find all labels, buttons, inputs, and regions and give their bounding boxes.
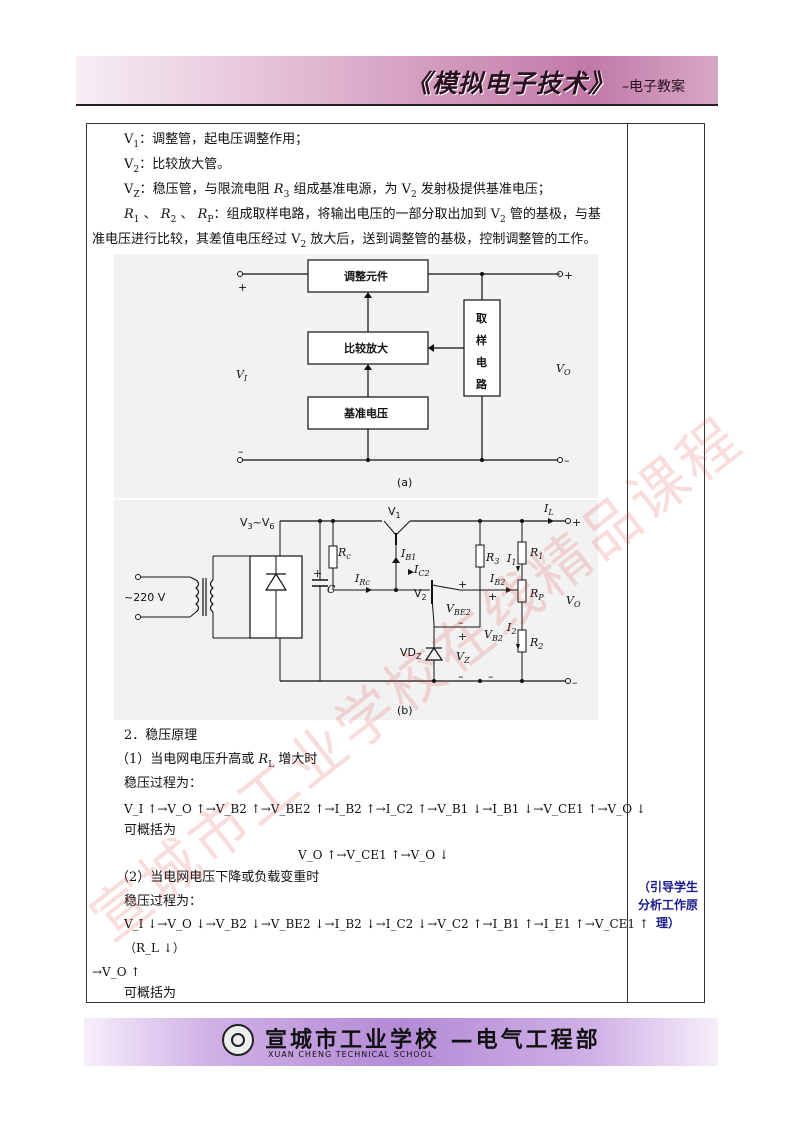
label-irc: IRc: [354, 572, 370, 587]
label-reference-voltage: 基准电压: [343, 406, 388, 420]
diagram-a-background: [114, 254, 598, 498]
label-out-minus: –: [572, 676, 578, 689]
label-sampling-1: 取: [476, 312, 487, 325]
label-vo: VO: [556, 362, 571, 377]
label-vbe2-plus: +: [458, 578, 467, 591]
label-r2: R2: [529, 636, 543, 651]
table-column-divider: [627, 123, 628, 1003]
label-vz-minus: –: [458, 670, 464, 683]
label-sampling-4: 路: [476, 377, 488, 391]
case1-heading: （1）当电网电压升高或 RL 增大时: [116, 752, 318, 770]
label-i1: I1: [506, 552, 516, 567]
short-chain-1: V_O ↑→V_CE1 ↑→V_O ↓: [298, 848, 449, 862]
label-il: IL: [543, 502, 554, 517]
footer-subtitle: XUAN CHENG TECHNICAL SCHOOL: [268, 1050, 434, 1059]
label-vz: VZ: [456, 650, 470, 665]
label-sampling-3: 电: [476, 355, 487, 369]
label-vbe2: VBE2: [446, 602, 471, 617]
label-vb2: VB2: [484, 628, 503, 643]
regulation-chain-2-tail: →V_O ↑: [92, 965, 141, 979]
label-out-plus: +: [572, 516, 581, 529]
course-title: 《模拟电子技术》: [406, 69, 615, 98]
process1-label: 稳压过程为：: [124, 776, 203, 791]
label-vb2-minus: –: [488, 670, 494, 683]
summary2-label: 可概括为: [124, 986, 177, 1001]
process2-label: 稳压过程为：: [124, 894, 203, 909]
plus-input: +: [238, 281, 247, 294]
label-rp: RP: [529, 587, 544, 602]
label-ib2: IB2: [489, 572, 505, 587]
label-sampling-2: 样: [476, 333, 487, 347]
label-vb2-plus: +: [488, 590, 497, 603]
label-ac-input: ~220 V: [124, 591, 166, 604]
diagram-b-background: [114, 500, 598, 720]
case2-heading: （2）当电网电压下降或负载变重时: [116, 870, 320, 885]
regulation-chain-1: V_I ↑→V_O ↑→V_B2 ↑→V_BE2 ↑→I_B2 ↑→I_C2 ↑…: [124, 802, 646, 816]
regulation-chain-2: V_I ↓→V_O ↓→V_B2 ↓→V_BE2 ↓→I_B2 ↓→I_C2 ↓…: [124, 917, 649, 931]
label-ib1: IB1: [400, 547, 416, 562]
course-subtitle: –电子教案: [622, 79, 685, 95]
label-vi: VI: [236, 368, 248, 383]
label-adjust-element: 调整元件: [344, 269, 388, 283]
header-banner: 《模拟电子技术》 –电子教案: [76, 56, 718, 104]
label-vdz: VDZ: [400, 646, 422, 661]
summary1-label: 可概括为: [124, 823, 177, 838]
label-r1: R1: [529, 546, 543, 561]
label-rc: Rc: [337, 546, 351, 561]
plus-output: +: [564, 269, 573, 282]
content-table: [86, 123, 705, 1003]
text-line-resistors: R1 、 R2 、 RP：组成取样电路，将输出电压的一部分取出加到 V2 管的基…: [124, 207, 601, 225]
footer-banner: [84, 1018, 718, 1066]
label-vbe2-minus: –: [458, 616, 464, 629]
text-line-v1: V1：调整管，起电压调整作用；: [124, 132, 309, 150]
label-c: C: [327, 583, 336, 596]
caption-a: (a): [397, 476, 412, 489]
header-rule: [76, 104, 718, 106]
label-i2: I2: [506, 621, 516, 636]
regulation-chain-2-paren: （R_L ↓）: [124, 941, 185, 955]
label-v3-v6: V3~V6: [240, 516, 274, 531]
footer-title: 宣城市工业学校 —电气工程部: [265, 1028, 601, 1053]
label-ic2: IC2: [413, 563, 430, 578]
minus-output: –: [564, 454, 570, 467]
minus-input: –: [238, 445, 244, 458]
box-reference-voltage: [307, 396, 429, 430]
label-cap-plus: +: [313, 567, 322, 580]
label-vz-plus: +: [458, 630, 467, 643]
section-heading: 2．稳压原理: [124, 728, 198, 743]
caption-b: (b): [397, 704, 413, 717]
school-logo-icon: [222, 1024, 254, 1056]
label-vo-b: VO: [566, 594, 581, 609]
side-note: （引导学生分析工作原理）: [637, 880, 698, 930]
text-line-vz: VZ：稳压管，与限流电阻 R3 组成基准电源，为 V2 发射极提供基准电压；: [124, 182, 551, 200]
label-v2: V2: [414, 587, 427, 602]
text-line-v2: V2：比较放大管。: [124, 157, 231, 175]
label-compare-amplifier: 比较放大: [344, 341, 388, 355]
label-v1: V1: [388, 505, 401, 520]
label-r3: R3: [485, 551, 499, 566]
text-line-resistors-cont: 准电压进行比较，其差值电压经过 V2 放大后，送到调整管的基极，控制调整管的工作…: [92, 232, 597, 250]
